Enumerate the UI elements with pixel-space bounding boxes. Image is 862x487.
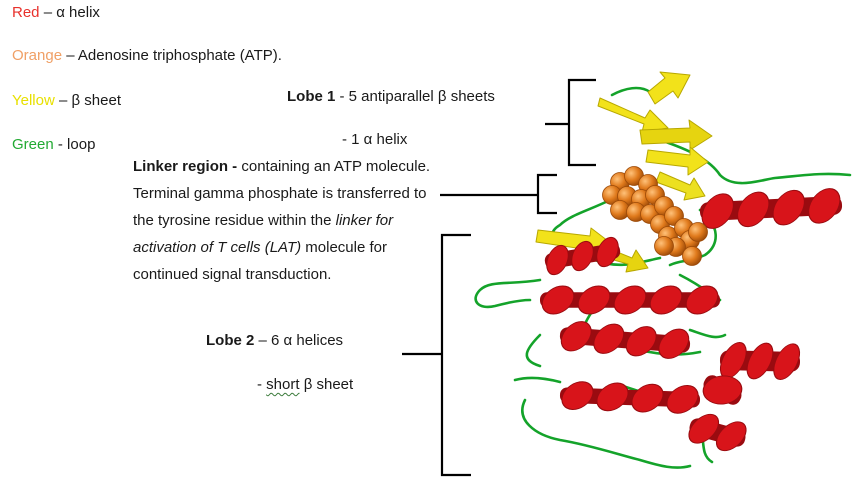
legend-separator: –	[62, 47, 78, 64]
linker-text-2: molecule for continued signal transducti…	[133, 239, 387, 283]
lobe2-label: Lobe 2 – 6 α helices	[206, 332, 343, 350]
helix-core	[699, 196, 843, 221]
legend-separator: –	[39, 4, 57, 21]
atp-atom	[682, 246, 702, 266]
alpha-helices	[540, 188, 843, 452]
beta-strand	[647, 71, 691, 105]
helix-turn	[546, 244, 569, 276]
lobe2-sub-word: short	[266, 376, 300, 393]
helix-turn	[625, 326, 657, 357]
legend-separator: -	[53, 136, 68, 153]
helix-turn	[737, 191, 770, 228]
legend-item-green: Green - loop	[12, 136, 95, 154]
helix-turn	[577, 285, 611, 315]
legend-item-yellow: Yellow – β sheet	[12, 92, 121, 110]
helix-turn	[613, 285, 647, 315]
loop	[513, 376, 562, 384]
helix-turn	[746, 342, 774, 380]
linker-text-1: containing an ATP molecule. Terminal gam…	[133, 158, 431, 229]
helix-turn	[631, 383, 664, 413]
helix-turn	[808, 188, 841, 224]
legend-meaning: α helix	[56, 4, 100, 21]
loop	[610, 86, 652, 97]
legend-color-name: Green	[12, 136, 54, 153]
atp-molecule	[602, 166, 708, 266]
lobe1-sub-label: - 1 α helix	[342, 131, 408, 148]
helix-turn	[596, 382, 629, 412]
alpha-helix	[719, 341, 801, 381]
loop	[525, 333, 542, 368]
helix-turn	[658, 328, 690, 359]
loop	[521, 398, 692, 469]
helix-core	[559, 327, 691, 353]
alpha-helix	[559, 381, 701, 414]
helix-turn	[701, 193, 734, 229]
beta-strand	[645, 146, 709, 176]
bracket-linker	[440, 173, 557, 215]
legend-color-name: Orange	[12, 47, 63, 64]
helix-turn	[593, 323, 625, 354]
legend-meaning: β sheet	[71, 92, 122, 109]
loops	[474, 86, 852, 469]
legend-item-red: Red – α helix	[12, 4, 100, 22]
bracket-lobe2	[402, 233, 471, 477]
helix-turn	[560, 321, 592, 352]
lobe1-label: Lobe 1 - 5 antiparallel β sheets	[287, 88, 495, 106]
helix-turn	[702, 375, 743, 405]
lobe2-description: – 6 α helices	[254, 332, 344, 349]
atp-atom	[688, 222, 708, 242]
helix-turn	[541, 285, 575, 315]
beta-strand	[655, 171, 706, 201]
alpha-helix	[544, 236, 621, 276]
helix-turn	[773, 343, 801, 381]
legend-item-orange: Orange – Adenosine triphosphate (ATP).	[12, 47, 282, 65]
lobe2-sub-label: - short β sheet	[257, 376, 353, 394]
helix-turn	[561, 381, 594, 410]
atp-atom	[654, 236, 674, 256]
linker-paragraph: Linker region - containing an ATP molecu…	[133, 153, 433, 288]
lobe1-title: Lobe 1	[287, 88, 336, 105]
helix-turn	[666, 385, 699, 414]
lobe2-sub-suffix: β sheet	[299, 376, 354, 393]
alpha-helix	[540, 285, 720, 315]
helix-turn	[685, 285, 719, 315]
helix-turn	[772, 189, 805, 226]
helix-turn	[596, 236, 619, 268]
legend-meaning: Adenosine triphosphate (ATP).	[77, 47, 282, 64]
lobe1-description: - 5 antiparallel β sheets	[335, 88, 495, 105]
helix-turn	[688, 413, 720, 444]
linker-italic: linker for activation of T cells (LAT)	[133, 212, 394, 256]
alpha-helix	[688, 413, 747, 452]
beta-strand	[597, 97, 669, 133]
loop	[688, 328, 727, 339]
lobe2-sub-prefix: -	[257, 376, 267, 393]
helix-core	[559, 387, 701, 408]
bracket-lobe1	[545, 78, 596, 167]
lobe2-title: Lobe 2	[206, 332, 255, 349]
legend-color-name: Yellow	[12, 92, 55, 109]
alpha-helix	[702, 375, 743, 405]
legend-meaning: loop	[67, 136, 96, 153]
helix-turn	[649, 285, 683, 315]
helix-turn	[571, 240, 594, 272]
linker-region-label: Linker region - containing an ATP molecu…	[133, 153, 433, 288]
alpha-helix	[699, 188, 843, 229]
linker-title: Linker region -	[133, 158, 238, 175]
helix-turn	[715, 421, 747, 452]
beta-strand	[639, 119, 713, 151]
loop	[474, 278, 542, 309]
legend-separator: –	[54, 92, 72, 109]
brackets	[402, 78, 596, 477]
alpha-helix	[559, 321, 691, 359]
legend-color-name: Red	[12, 4, 40, 21]
